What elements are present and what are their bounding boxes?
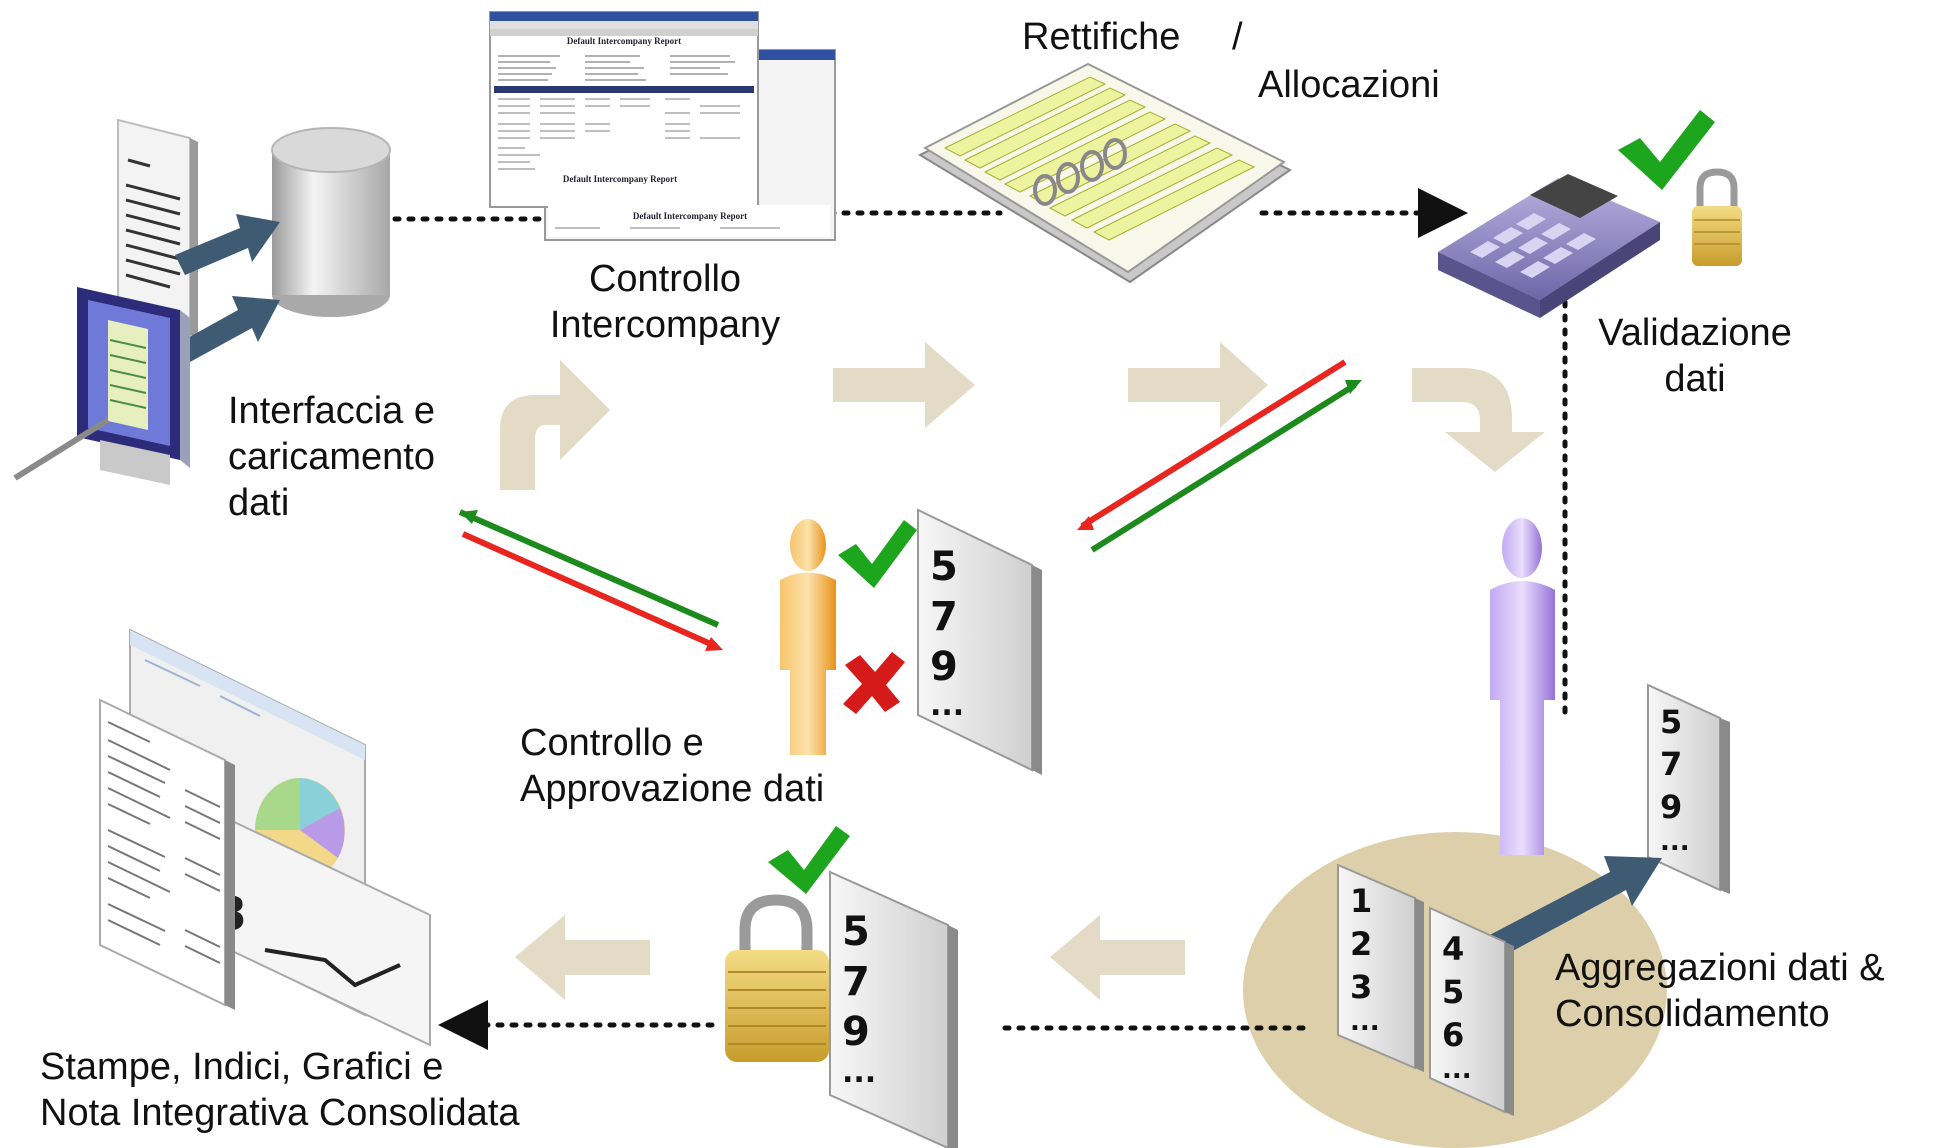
calculator-icon (1438, 174, 1660, 318)
database-icon (271, 127, 391, 317)
sheet-digit: 5 (842, 909, 870, 955)
label-interfaccia: Interfaccia e caricamento dati (228, 388, 435, 526)
label-line: dati (228, 482, 290, 524)
sheet-digit: 9 (842, 1009, 870, 1055)
flow-arrow-right-1 (833, 342, 975, 428)
feedback-lines-left (458, 509, 723, 651)
report-title: Default Intercompany Report (567, 36, 681, 46)
label-line: Nota Integrativa Consolidata (40, 1092, 520, 1134)
monitor-icon (13, 287, 190, 485)
upload-arrow-icon (175, 214, 280, 275)
person-purple-icon (1490, 518, 1555, 855)
interface-icon-group (13, 118, 391, 485)
label-controllo-intercompany: Controllo Intercompany (530, 256, 800, 348)
sheet-digit: 5 (1442, 973, 1464, 1011)
flow-arrow-left-1 (1050, 915, 1185, 1000)
flow-arrow-left-2 (515, 915, 650, 1000)
label-line: Controllo (588, 258, 742, 300)
check-icon-approval (838, 520, 917, 588)
label-line: Consolidamento (1555, 993, 1830, 1035)
sheet-digit: ... (1350, 1007, 1380, 1037)
sheet-digit: 7 (930, 594, 958, 640)
sheet-digit: 5 (1660, 703, 1682, 741)
person-orange-icon (780, 519, 836, 755)
sheet-digit: 7 (842, 959, 870, 1005)
label-line: Approvazione dati (520, 768, 825, 810)
reports-icon-group: 3 (99, 628, 431, 1047)
sheet-digit: 9 (1660, 788, 1682, 826)
label-line: caricamento (228, 436, 435, 478)
check-icon-lock (768, 826, 850, 894)
approval-sheet: 5 7 9 ... (917, 508, 1042, 775)
label-controllo-approvazione: Controllo e Approvazione dati (520, 720, 824, 812)
intercompany-report-group: Default Intercompany Report Default Inte… (489, 11, 836, 241)
label-line: Stampe, Indici, Grafici e (40, 1046, 444, 1088)
consolidation-sheet-1: 1 2 3 ... (1337, 863, 1424, 1072)
label-line: Interfaccia e (228, 390, 435, 432)
sheet-digit: ... (1660, 827, 1690, 857)
label-line: Controllo e (520, 722, 704, 764)
locked-sheet: 5 7 9 ... (829, 870, 958, 1148)
label-line: Aggregazioni dati & (1555, 947, 1885, 989)
cross-icon (843, 652, 905, 714)
label-stampe: Stampe, Indici, Grafici e Nota Integrati… (40, 1044, 520, 1136)
sheet-digit: ... (930, 688, 964, 723)
consolidation-sheet-2: 4 5 6 ... (1429, 906, 1514, 1116)
sheet-digit: ... (842, 1055, 876, 1090)
feedback-lines-right (1077, 359, 1362, 553)
sheet-digit: 7 (1660, 745, 1682, 783)
report-title-3: Default Intercompany Report (633, 211, 747, 221)
flow-arrow-right-2 (1128, 342, 1268, 428)
sheet-digit: 4 (1442, 930, 1464, 968)
binder-icon (917, 62, 1292, 284)
sheet-digit: ... (1442, 1055, 1472, 1085)
consolidation-sheet-3: 5 7 9 ... (1647, 683, 1730, 894)
label-rettifiche: Rettifiche (1022, 16, 1181, 58)
aggregation-arrow-icon (1480, 856, 1662, 960)
label-line: Intercompany (549, 304, 781, 346)
label-line: dati (1664, 358, 1726, 400)
label-line: Validazione (1598, 312, 1792, 354)
text-document-icon (117, 118, 198, 338)
check-icon-validation (1618, 110, 1715, 190)
dotted-connectors (392, 188, 1568, 1050)
sheet-digit: 9 (930, 644, 958, 690)
lock-icon-small (1692, 168, 1742, 266)
flow-arrows (500, 342, 1545, 1000)
label-allocazioni: Allocazioni (1258, 64, 1440, 106)
report-title-2: Default Intercompany Report (563, 174, 677, 184)
lock-icon-large (725, 894, 829, 1062)
label-aggregazioni: Aggregazioni dati & Consolidamento (1555, 945, 1885, 1037)
upload-arrow-icon-2 (175, 296, 280, 362)
sheet-digit: 1 (1350, 882, 1372, 920)
sheet-digit: 3 (1350, 968, 1372, 1006)
flow-arrow-curve-down (1412, 368, 1545, 472)
sheet-digit: 6 (1442, 1016, 1464, 1054)
sheet-digit: 2 (1350, 925, 1372, 963)
label-validazione: Validazione dati (1575, 310, 1815, 402)
sheet-digit: 5 (930, 544, 958, 590)
label-slash: / (1232, 16, 1243, 58)
flow-arrow-curve-up (500, 360, 610, 490)
